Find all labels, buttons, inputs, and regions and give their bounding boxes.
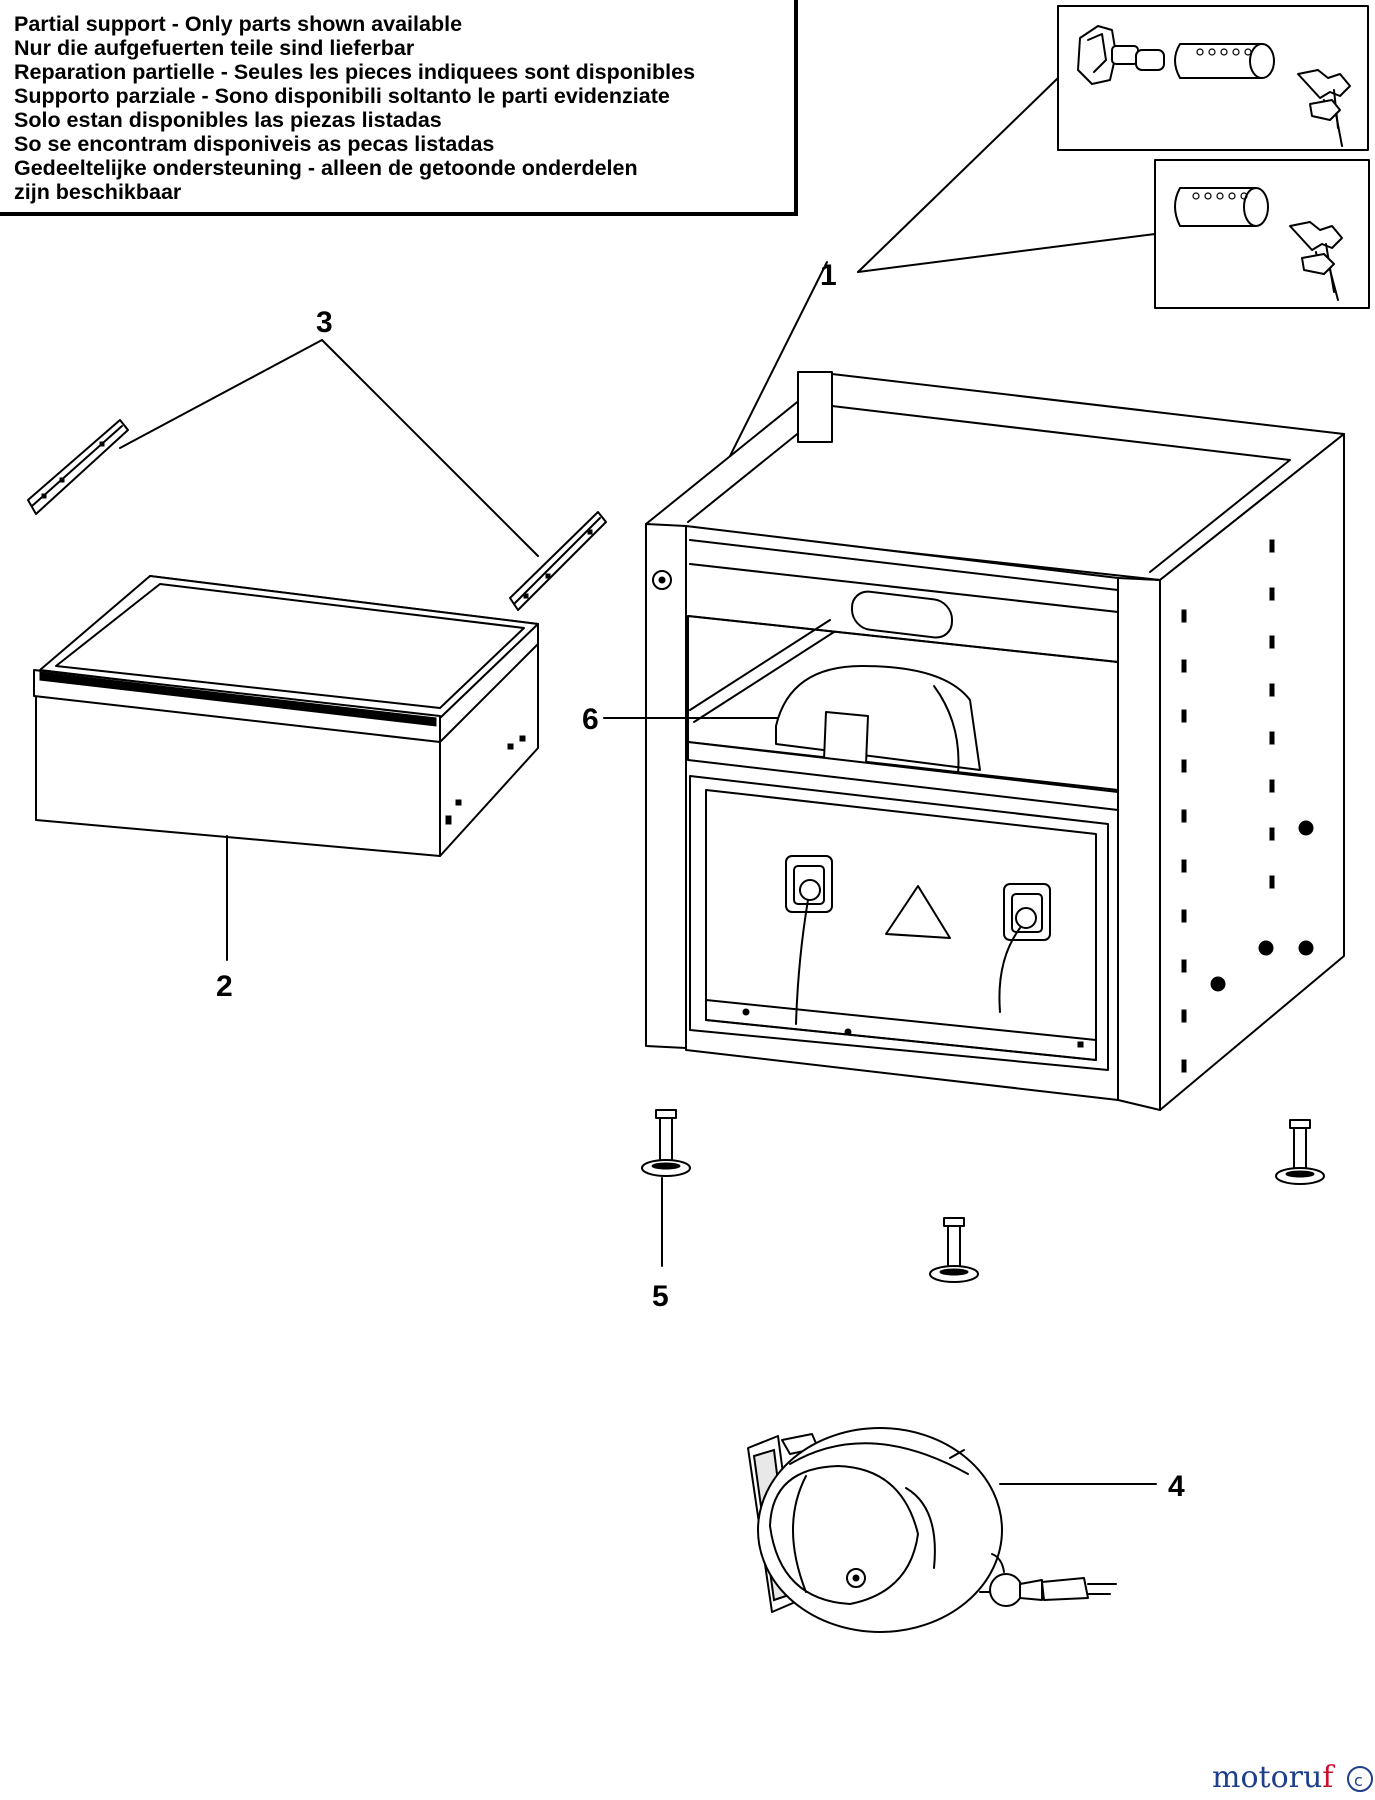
notice-line-en: Partial support - Only parts shown avail… <box>14 12 463 36</box>
cabinet <box>645 371 1345 1111</box>
lock-inset-2 <box>1154 159 1370 309</box>
warning-triangle-icon <box>885 885 951 939</box>
notice-line-es: Solo estan disponibles las piezas listad… <box>14 108 442 132</box>
notice-line-de: Nur die aufgefuerten teile sind lieferba… <box>14 36 415 60</box>
leveling-foot-center <box>929 1217 979 1283</box>
callout-3: 3 <box>316 306 333 339</box>
leveling-foot-left <box>641 1109 691 1177</box>
notice-line-pt: So se encontram disponiveis as pecas lis… <box>14 132 495 156</box>
leader-1-b <box>857 233 1156 273</box>
callout-6: 6 <box>582 703 599 736</box>
side-perforations <box>1181 539 1314 1073</box>
watermark-text-main: motoru <box>1212 1760 1322 1795</box>
notice-line-nl-cont: zijn beschikbaar <box>14 180 182 204</box>
notice-line-it: Supporto parziale - Sono disponibili sol… <box>14 84 670 108</box>
leader-3-a <box>119 339 323 449</box>
drawer <box>33 575 539 857</box>
leader-1-a <box>857 77 1059 273</box>
lock-inset-1 <box>1057 5 1369 151</box>
partial-support-notice: Partial support - Only parts shown avail… <box>0 0 798 216</box>
callout-4: 4 <box>1168 1470 1185 1503</box>
drawer-slide-right <box>509 511 607 611</box>
callout-5: 5 <box>652 1280 669 1313</box>
cord-reel <box>747 1427 1117 1633</box>
callout-1: 1 <box>820 259 837 292</box>
notice-line-nl: Gedeeltelijke ondersteuning - alleen de … <box>14 156 638 180</box>
callout-2: 2 <box>216 970 233 1003</box>
watermark-copyright-mark: c <box>1354 1771 1363 1790</box>
leader-3-b <box>321 339 539 557</box>
leveling-foot-right <box>1275 1119 1325 1185</box>
svg-text:motoruf: motoruf <box>1212 1760 1335 1795</box>
motoruf-watermark: motoruf c <box>1212 1760 1373 1795</box>
watermark-text-accent: f <box>1322 1760 1335 1795</box>
drawer-slide-left <box>27 419 129 515</box>
notice-line-fr: Reparation partielle - Seules les pieces… <box>14 60 696 84</box>
